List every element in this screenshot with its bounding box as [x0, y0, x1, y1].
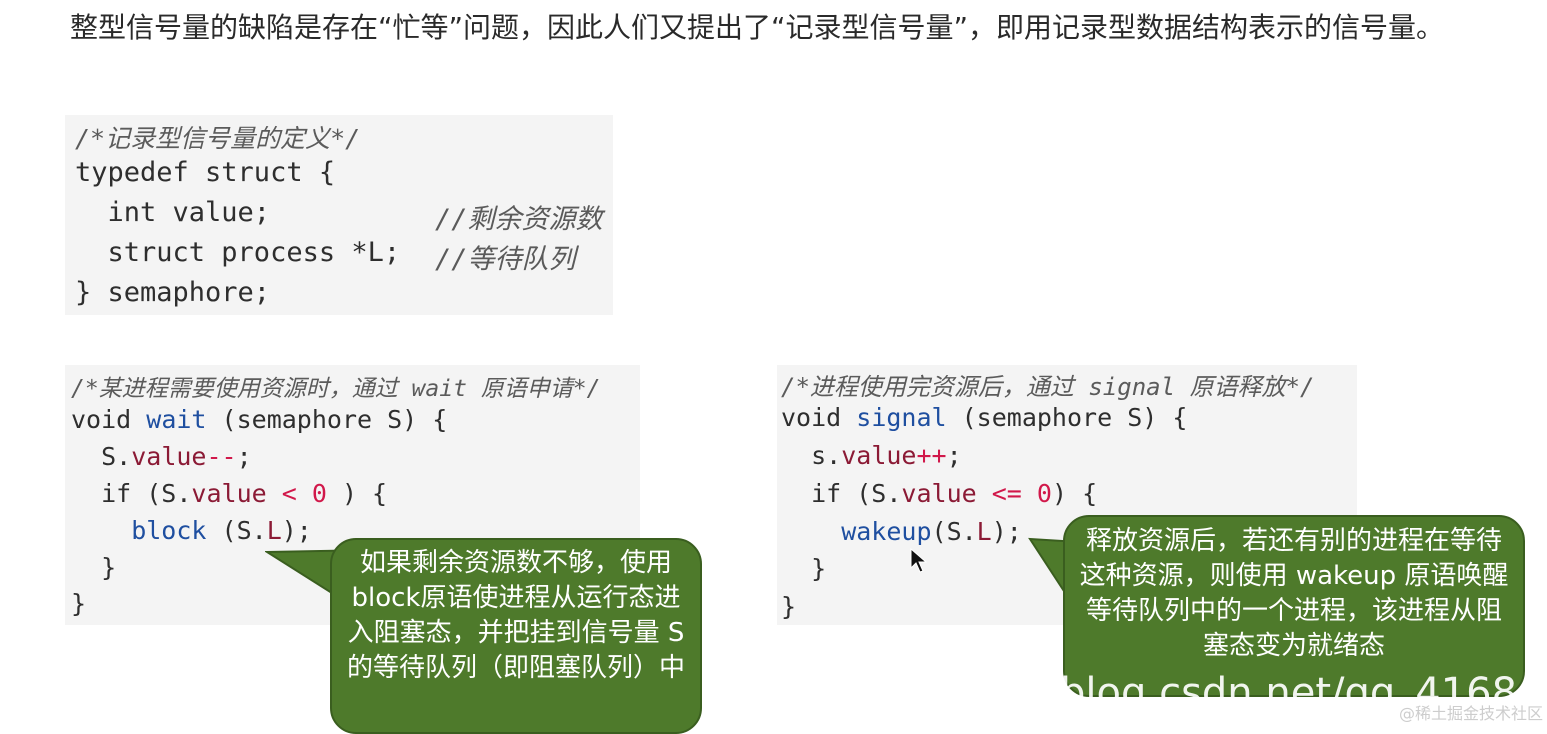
signal-s-token: s.	[781, 441, 842, 470]
wait-comment: /*某进程需要使用资源时，通过 wait 原语申请*/	[71, 376, 601, 402]
wait-close-if: }	[71, 553, 117, 582]
wait-less-op: <	[266, 479, 312, 508]
signal-wakeup-list-prop: L	[976, 517, 992, 546]
signal-wakeup-end: );	[991, 517, 1022, 546]
definition-line-typedef: typedef struct {	[75, 157, 336, 188]
signal-close-if: }	[781, 554, 827, 583]
wait-if-value-prop: value	[191, 479, 267, 508]
intro-paragraph: 整型信号量的缺陷是存在“忙等”问题，因此人们又提出了“记录型信号量”，即用记录型…	[70, 11, 1445, 44]
wait-block-arg: (S.	[206, 516, 267, 545]
wait-block-end: );	[281, 516, 312, 545]
signal-if-value-prop: value	[901, 479, 977, 508]
wait-if-token: if (S.	[71, 479, 192, 508]
signal-semicolon: ;	[946, 441, 962, 470]
signal-increment-line: s.value++;	[781, 441, 962, 470]
wait-block-call: block	[71, 516, 207, 545]
wait-if-line: if (S.value < 0 ) {	[71, 479, 387, 508]
signal-signature-rest: (semaphore S) {	[946, 403, 1188, 432]
watermark-url: blog.csdn.net/qq_4168462	[1060, 670, 1547, 716]
wait-close-fn: }	[71, 589, 87, 618]
definition-process-comment: //等待队列	[435, 244, 576, 275]
signal-if-end: ) {	[1051, 479, 1098, 508]
wait-value-prop: value	[131, 442, 207, 471]
wait-function-name: wait	[146, 405, 207, 434]
wait-zero-literal: 0	[311, 479, 327, 508]
definition-value-comment: //剩余资源数	[435, 204, 603, 235]
mouse-cursor-icon	[910, 548, 928, 573]
definition-line-value: int value;	[75, 197, 271, 228]
wait-void-keyword: void	[71, 405, 147, 434]
signal-comment: /*进程使用完资源后，通过 signal 原语释放*/	[781, 373, 1315, 401]
signal-callout: 释放资源后，若还有别的进程在等待这种资源，则使用 wakeup 原语唤醒等待队列…	[1063, 515, 1525, 697]
signal-lte-op: <=	[976, 479, 1037, 508]
signal-signature: void signal (semaphore S) {	[781, 403, 1187, 432]
signal-wakeup-call: wakeup	[781, 517, 932, 546]
signal-if-token: if (S.	[781, 479, 902, 508]
wait-block-list-prop: L	[266, 516, 282, 545]
definition-line-end: } semaphore;	[75, 277, 271, 308]
signal-wakeup-arg: (S.	[931, 517, 977, 546]
wait-semicolon: ;	[236, 442, 252, 471]
definition-line-process: struct process *L;	[75, 237, 401, 268]
semaphore-definition-code: /*记录型信号量的定义*/ typedef struct { int value…	[65, 115, 613, 315]
signal-if-line: if (S.value <= 0) {	[781, 479, 1097, 508]
wait-block-line: block (S.L);	[71, 516, 312, 545]
signal-wakeup-line: wakeup(S.L);	[781, 517, 1022, 546]
definition-process-code: struct process *L;	[75, 237, 401, 268]
signal-function-name: signal	[856, 403, 947, 432]
wait-signature-rest: (semaphore S) {	[206, 405, 448, 434]
definition-comment: /*记录型信号量的定义*/	[75, 124, 361, 153]
wait-decrement-op: --	[206, 442, 237, 471]
signal-zero-literal: 0	[1036, 479, 1052, 508]
wait-decrement-line: S.value--;	[71, 442, 252, 471]
wait-s-token: S.	[71, 442, 132, 471]
wait-callout: 如果剩余资源数不够，使用block原语使进程从运行态进入阻塞态，并把挂到信号量 …	[330, 538, 702, 734]
signal-value-prop: value	[841, 441, 917, 470]
signal-close-fn: }	[781, 592, 797, 621]
definition-value-code: int value;	[75, 197, 271, 228]
watermark-small: @稀土掘金技术社区	[1398, 704, 1543, 723]
wait-signature: void wait (semaphore S) {	[71, 405, 447, 434]
signal-increment-op: ++	[916, 441, 947, 470]
wait-if-end: ) {	[326, 479, 388, 508]
signal-void-keyword: void	[781, 403, 857, 432]
